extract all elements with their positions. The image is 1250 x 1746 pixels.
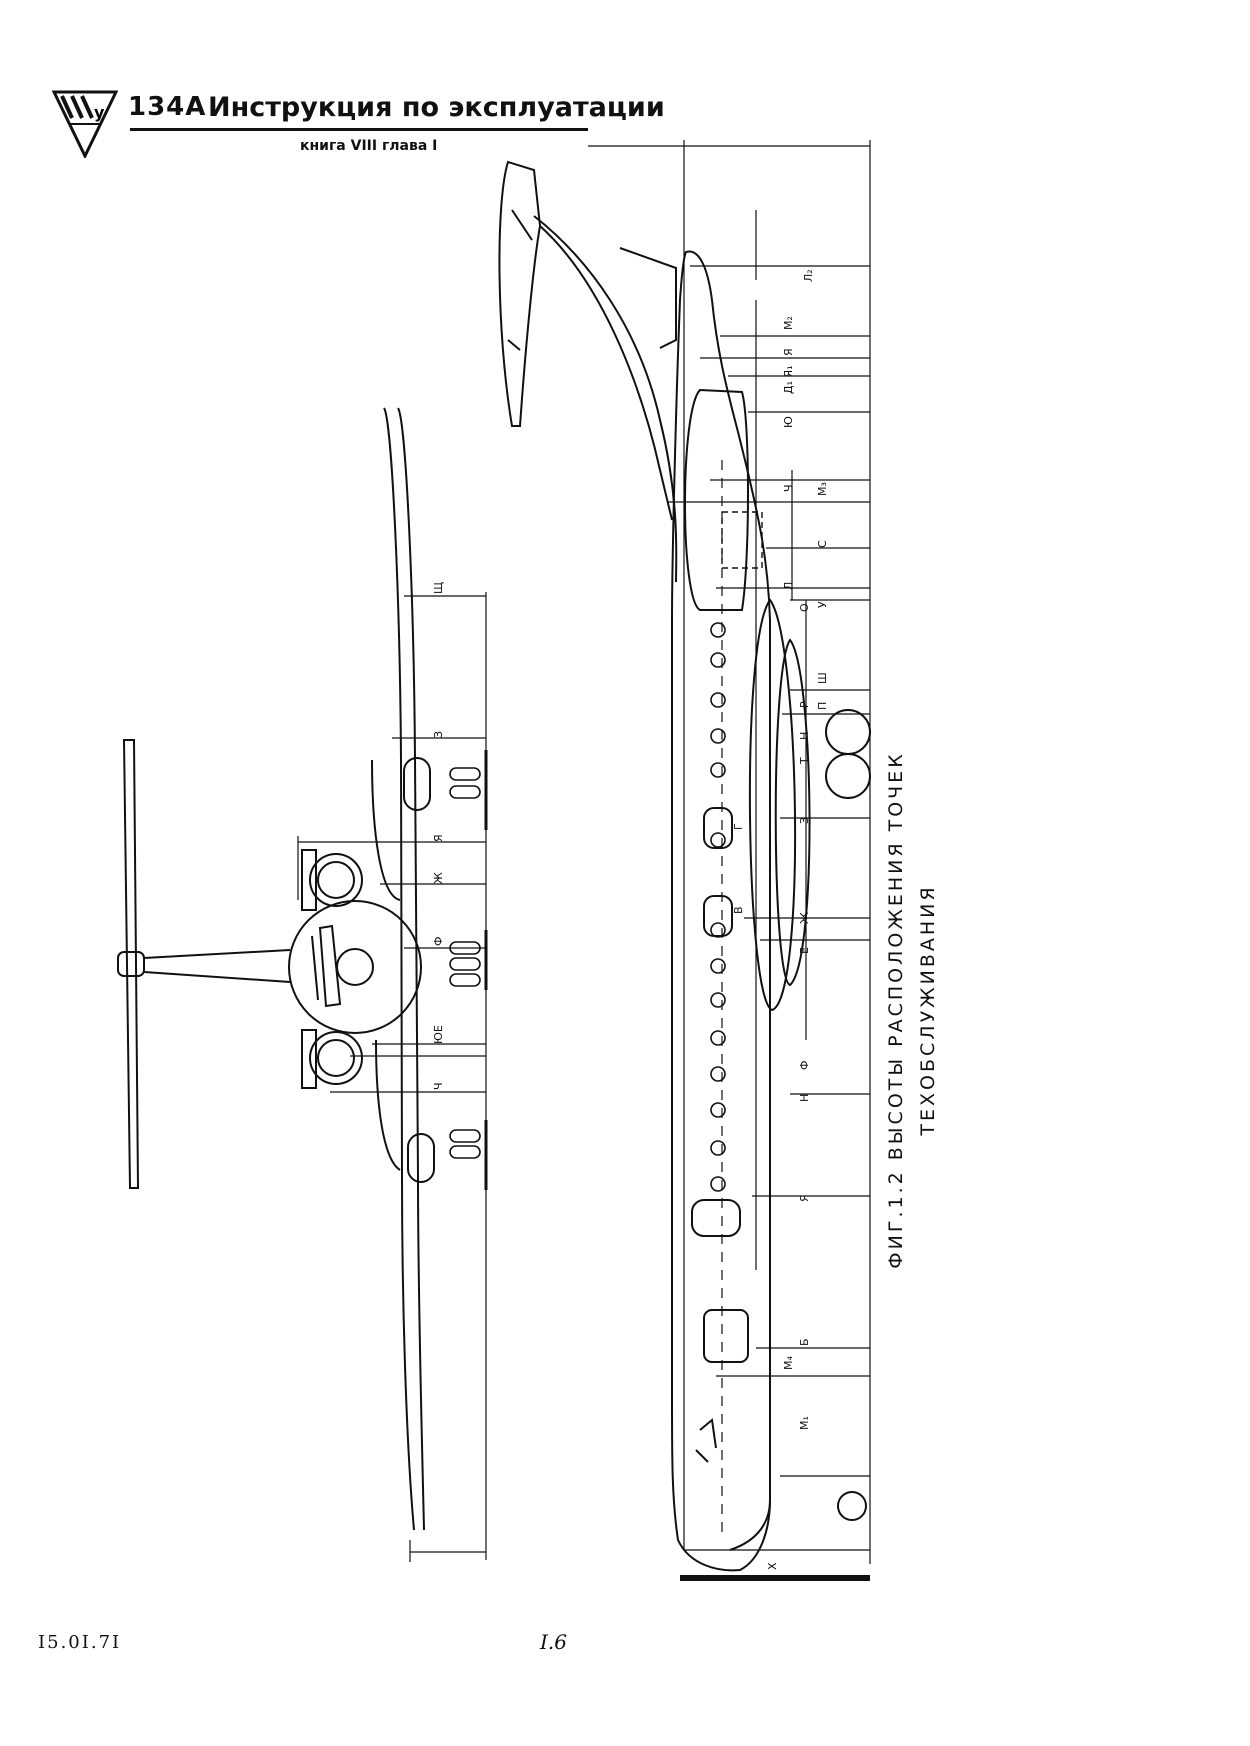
- svg-text:Я: Я: [798, 1194, 811, 1202]
- header-rule: [130, 128, 588, 131]
- figure-caption-line2: ТЕХОБСЛУЖИВАНИЯ: [917, 884, 939, 1136]
- svg-text:О: О: [798, 603, 811, 612]
- page-number: I.6: [540, 1630, 567, 1654]
- svg-text:Ч: Ч: [782, 484, 795, 492]
- svg-text:Я: Я: [782, 348, 795, 356]
- svg-text:Л₂: Л₂: [802, 269, 815, 282]
- svg-text:Т: Т: [798, 757, 811, 765]
- svg-text:у: у: [94, 103, 105, 122]
- svg-text:З: З: [432, 731, 445, 738]
- svg-text:Н: Н: [798, 1094, 811, 1102]
- svg-text:М₄: М₄: [782, 1356, 795, 1370]
- svg-text:П: П: [816, 702, 829, 710]
- manual-title: Инструкция по эксплуатации: [208, 92, 665, 123]
- side-view: [498, 140, 871, 1581]
- figure-caption-line1: ФИГ.1.2 ВЫСОТЫ РАСПОЛОЖЕНИЯ ТОЧЕК: [885, 751, 907, 1269]
- svg-text:М₁: М₁: [798, 1416, 811, 1430]
- svg-text:Ж: Ж: [432, 872, 445, 884]
- svg-text:Ф: Ф: [432, 937, 445, 946]
- svg-text:Р: Р: [798, 701, 811, 708]
- svg-text:З: З: [798, 817, 811, 824]
- manufacturer-logo: у: [52, 90, 118, 158]
- svg-text:Ю: Ю: [782, 416, 795, 428]
- svg-text:Ш: Ш: [816, 672, 829, 684]
- svg-text:Л: Л: [782, 582, 795, 590]
- svg-text:С: С: [816, 540, 829, 548]
- svg-text:М₃: М₃: [816, 482, 829, 496]
- svg-text:Ж: Ж: [798, 912, 811, 924]
- svg-text:Ч: Ч: [432, 1082, 445, 1090]
- svg-text:Х: Х: [766, 1562, 779, 1570]
- footer-date: I5.0I.7I: [38, 1632, 122, 1653]
- svg-text:Я: Я: [432, 834, 445, 842]
- svg-text:Д₁ Я₁: Д₁ Я₁: [782, 365, 795, 394]
- dimension-labels: Щ З Я Ж Ф ЮЕ Ч Л₂ М₂ Я Д₁ Я₁ Ю Ч М₃ С Л …: [432, 269, 829, 1570]
- manual-section: книга VIII глава I: [300, 138, 438, 154]
- svg-text:Щ: Щ: [432, 582, 445, 594]
- svg-text:ЮЕ: ЮЕ: [432, 1025, 445, 1044]
- svg-text:М₂: М₂: [782, 316, 795, 330]
- svg-text:В: В: [732, 906, 745, 914]
- figure-caption: ФИГ.1.2 ВЫСОТЫ РАСПОЛОЖЕНИЯ ТОЧЕК ТЕХОБС…: [880, 690, 950, 1330]
- svg-text:У: У: [816, 601, 829, 608]
- svg-text:Б: Б: [798, 1338, 811, 1346]
- svg-text:Г: Г: [732, 823, 745, 830]
- svg-text:Е: Е: [798, 947, 811, 954]
- svg-text:Ф: Ф: [798, 1061, 811, 1070]
- svg-text:Н: Н: [798, 732, 811, 740]
- front-view: [117, 407, 488, 1562]
- aircraft-model: 134А: [128, 92, 207, 122]
